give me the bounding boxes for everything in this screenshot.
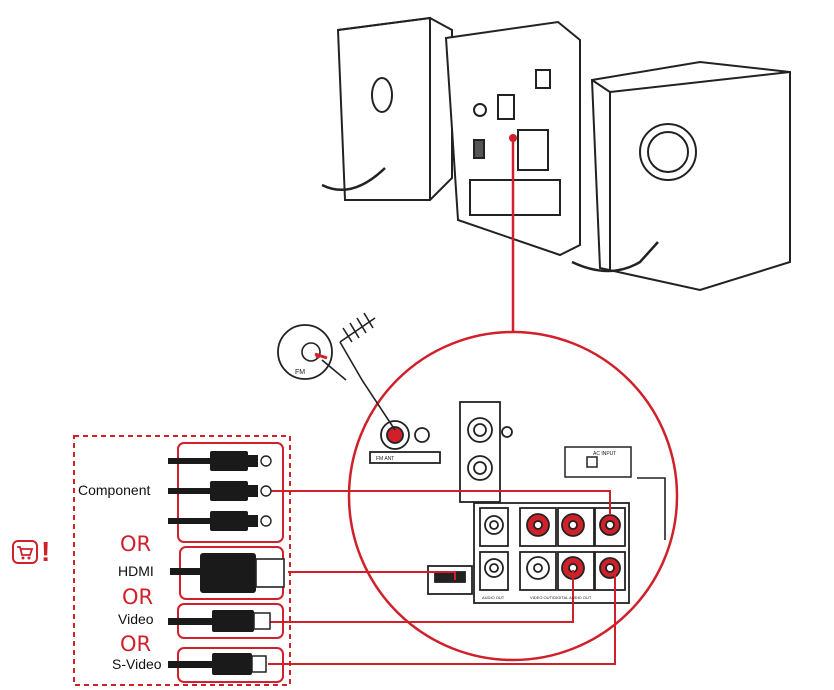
component-label: Component bbox=[78, 482, 151, 498]
left-speaker bbox=[321, 16, 453, 201]
or-label-1: OR bbox=[120, 532, 152, 556]
or-label-3: OR bbox=[120, 632, 152, 656]
zoom-circle bbox=[347, 330, 679, 662]
right-speaker bbox=[571, 60, 791, 292]
cable-options-panel bbox=[73, 435, 291, 686]
antenna-icon bbox=[321, 312, 396, 431]
svg-text:FM: FM bbox=[295, 369, 305, 376]
video-cable bbox=[168, 610, 271, 632]
svideo-label: S-Video bbox=[112, 656, 162, 672]
svg-text:AUDIO OUT: AUDIO OUT bbox=[482, 595, 505, 600]
exclamation-icon: ! bbox=[41, 536, 51, 567]
audio-top-jacks bbox=[459, 401, 513, 503]
video-label: Video bbox=[118, 611, 154, 627]
svg-text:VIDEO OUT/DIGITAL AUDIO OUT: VIDEO OUT/DIGITAL AUDIO OUT bbox=[530, 595, 592, 600]
av-jack-panel bbox=[473, 502, 630, 604]
svg-text:AC INPUT: AC INPUT bbox=[593, 451, 616, 457]
hdmi-label: HDMI bbox=[118, 563, 154, 579]
hdmi-cable bbox=[170, 553, 285, 593]
svideo-cable bbox=[168, 653, 267, 675]
hdmi-socket bbox=[427, 565, 473, 595]
fm-connector-icon: FM bbox=[277, 324, 333, 380]
fm-ant-jack bbox=[369, 420, 441, 464]
ac-input-panel: AC INPUT bbox=[564, 446, 632, 478]
component-cables bbox=[168, 451, 272, 531]
cart-icon bbox=[12, 540, 38, 564]
svg-text:FM ANT: FM ANT bbox=[376, 456, 394, 462]
or-label-2: OR bbox=[122, 585, 154, 609]
connection-lines bbox=[268, 490, 616, 665]
